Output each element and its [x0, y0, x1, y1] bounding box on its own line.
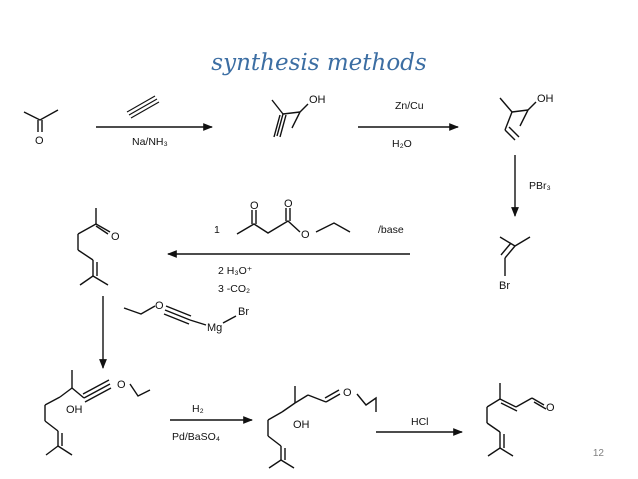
- prenyl-bromide-br: Br: [499, 280, 510, 292]
- reagent-decarboxylation: 3 -CO₂: [218, 283, 250, 295]
- reagent-pd-baso4: Pd/BaSO₄: [172, 431, 220, 443]
- ethoxyalkene-oh: OH: [293, 419, 310, 431]
- reagent-zn-cu: Zn/Cu: [395, 100, 424, 112]
- reagent-base: /base: [378, 224, 404, 236]
- ethoxyalkyne-oxygen: O: [117, 379, 126, 391]
- acetone-oxygen: O: [35, 135, 44, 147]
- grignard-mg: Mg: [207, 322, 222, 334]
- reagent-pbr3: PBr₃: [529, 180, 551, 192]
- acetone-structure: [23, 109, 59, 132]
- methylheptenone-structure: [77, 208, 111, 286]
- prenyl-bromide-structure: [499, 236, 531, 276]
- citral-oxygen: O: [546, 402, 555, 414]
- eaa-ketone-oxygen: O: [250, 200, 259, 212]
- ethoxyalkyne-alcohol-structure: [44, 370, 151, 456]
- ethoxyalkene-alcohol-structure: [267, 386, 377, 469]
- reagent-water: H₂O: [392, 138, 412, 150]
- ethoxyalkene-oxygen: O: [343, 387, 352, 399]
- methylbutenol-oh: OH: [537, 93, 554, 105]
- methylbutynol-oh: OH: [309, 94, 326, 106]
- citral-structure: [486, 383, 547, 457]
- eaa-ether-oxygen: O: [301, 229, 310, 241]
- reagent-na-nh3: Na/NH₃: [132, 136, 168, 148]
- grignard-oxygen: O: [155, 300, 164, 312]
- eaa-ester-oxygen: O: [284, 198, 293, 210]
- reagent-hcl: HCl: [411, 416, 429, 428]
- grignard-br: Br: [238, 306, 249, 318]
- methylbutynol-structure: [271, 99, 309, 138]
- page-number: 12: [592, 448, 604, 459]
- methylbutenol-structure: [499, 97, 537, 141]
- ethoxyethynyl-magnesium-bromide-structure: [123, 305, 237, 326]
- ethoxyalkyne-oh: OH: [66, 404, 83, 416]
- ethyl-acetoacetate-structure: [236, 208, 351, 235]
- acetylene-reagent: [126, 95, 160, 119]
- methylheptenone-oxygen: O: [111, 231, 120, 243]
- reagent-step-number: 1: [214, 224, 220, 236]
- slide-title: synthesis methods: [211, 50, 427, 76]
- reagent-hydrolysis: 2 H₃O⁺: [218, 265, 253, 277]
- reagent-h2: H₂: [192, 403, 204, 415]
